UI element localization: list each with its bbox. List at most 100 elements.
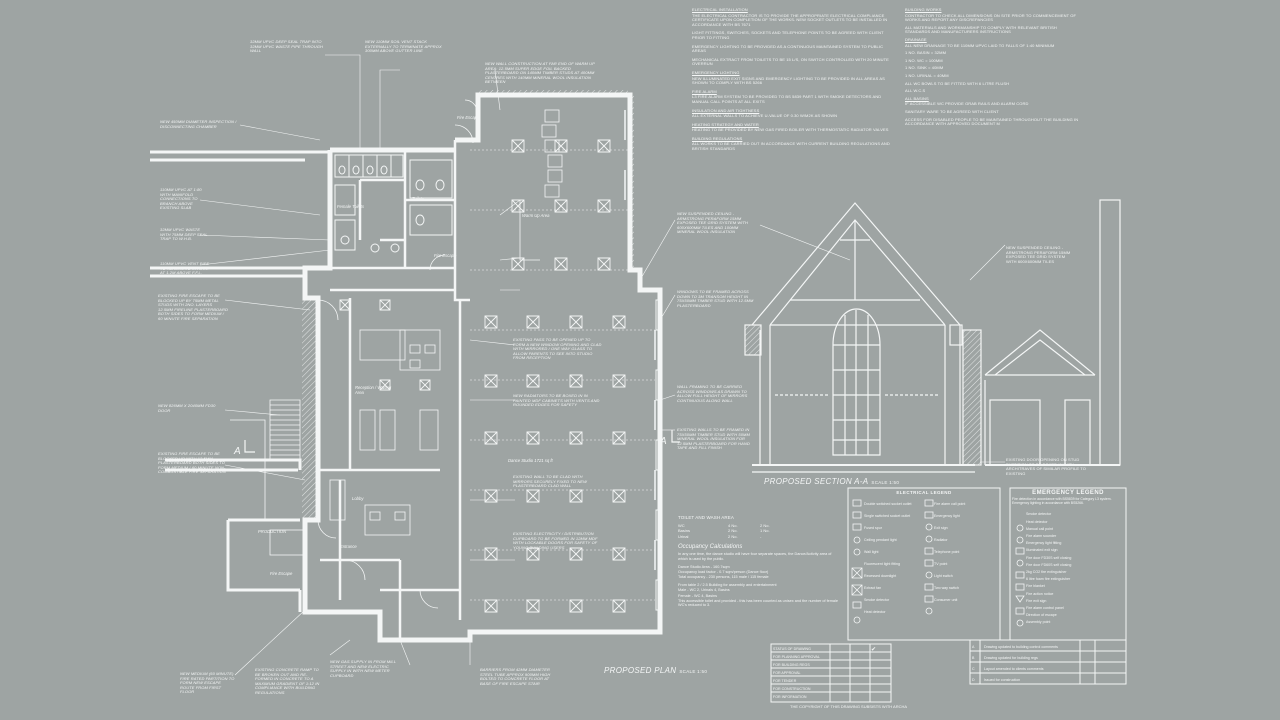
occupancy-line: Male - WC 2, Urinals 4, Basins [678, 588, 730, 593]
spec-note: ACCESS FOR DISABLED PEOPLE TO BE MAINTAI… [905, 116, 1079, 127]
emergency-legend-item: 6 litre foam fire extinguisher [1026, 577, 1071, 582]
status-row: FOR INFORMATION [773, 693, 891, 701]
emergency-legend-intro: Fire detection in accordance with BS5839… [1012, 497, 1112, 505]
spec-note: 1 No. WC = 100mm [905, 57, 943, 63]
toilet-cubicles [334, 154, 453, 253]
room-label: Warm Up Area [522, 213, 550, 218]
spec-note: ALL WORKS TO BE CARRIED OUT IN ACCORDANC… [692, 141, 890, 152]
status-cell: FOR PLANNING APPROVAL [773, 655, 820, 659]
plan-extension-walls [150, 150, 330, 612]
spec-note: LIGHT FITTINGS, SWITCHES, SOCKETS AND TE… [692, 30, 884, 40]
section-note: NEW SUSPENDED CEILING - ARMSTRONG PERAFO… [1006, 245, 1071, 264]
room-label: Lobby [352, 496, 364, 501]
occupancy-cell: Urinal [678, 533, 689, 539]
status-row: FOR TENDER [773, 677, 891, 685]
occupancy-cell: - [760, 533, 762, 539]
revision-cell: Drawing updated for building regs [984, 655, 1038, 660]
spec-note: ALL NEW DRAINAGE TO BE 110mm UPVC LAID T… [905, 42, 1055, 48]
status-row: FOR BUILDING REGS [773, 661, 891, 669]
section-title-text: PROPOSED SECTION A-A [764, 477, 869, 486]
legend-symbols [851, 499, 1025, 627]
spec-note: ALL EXTERNAL WALLS TO ACHIEVE U-VALUE OF… [692, 113, 838, 119]
status-row: FOR CONSTRUCTION [773, 685, 891, 693]
electrical-legend-item: Heat detector [864, 610, 886, 614]
spec-note: BUILDING REGULATIONS [692, 135, 743, 141]
spec-note: ALL WC BOWLS TO BE FITTED WITH 6 LITRE F… [905, 80, 1010, 86]
electrical-legend: ELECTRICAL LEGEND Double switched socket… [850, 490, 998, 635]
spec-note: 1 No. SINK = 40mm [905, 65, 944, 71]
door-swings [317, 99, 478, 609]
leader-lines [199, 54, 1006, 676]
revision-cell: Layout amended to clients comments [984, 666, 1044, 671]
electrical-legend-item: Fused spur [864, 526, 882, 530]
occupancy-line: From table 2 / 2.5 Building for assembly… [678, 583, 777, 588]
electrical-legend-item: Fluorescent light fitting [864, 562, 900, 566]
spec-note: NEW ILLUMINATED EXIT SIGNS AND EMERGENCY… [692, 75, 885, 86]
spec-note: ALL MATERIALS AND WORKMANSHIP TO COMPLY … [905, 24, 1057, 35]
plan-note: EXISTING CONCRETE RAMP TO BE BROKEN OUT … [255, 667, 320, 695]
spec-note: L3 FIRE ALARM SYSTEM TO BE PROVIDED TO B… [692, 94, 882, 104]
spec-note: MECHANICAL EXTRACT FROM TOILETS TO BE 15… [692, 56, 889, 67]
status-cell: FOR INFORMATION [773, 695, 807, 699]
spec-note: IF ACCESSIBLE WC PROVIDE GRAB RAILS AND … [905, 101, 1029, 107]
occupancy-calc-lines: In any one time, the dance studio will h… [678, 552, 838, 607]
electrical-legend-item: Emergency light [934, 514, 960, 518]
legend-frames [770, 487, 1127, 703]
room-label: PRODUCTION [258, 529, 287, 534]
plan-note: NEW GAS SUPPLY IN FROM MILL STREET AND N… [330, 659, 396, 678]
electrical-legend-item: Smoke detector [864, 598, 890, 602]
occupancy-line: Dance Studio Area - 160.7sqm [678, 564, 730, 569]
studio-windows [655, 299, 663, 611]
emergency-legend-item: Fire alarm control panel [1026, 606, 1064, 611]
occupancy-line: Occupancy load factor - 0.7 sqm/person (… [678, 569, 769, 574]
electrical-legend-item: Extract fan [864, 586, 882, 590]
copyright-note: THE COPYRIGHT OF THIS DRAWING SUBSISTS W… [790, 704, 908, 709]
emergency-legend-item: Smoke detector [1026, 512, 1052, 517]
plan-note: EXISTING FIRE ESCAPE TO BE BLOCKED UP WI… [158, 451, 226, 475]
occupancy-line: This accessible toilet and provided - th… [678, 598, 838, 607]
emergency-legend-item: Fire exit sign [1026, 598, 1047, 603]
emergency-legend-item: Heat detector [1026, 519, 1048, 524]
spec-note: ALL BASINS [905, 95, 929, 101]
plan-note: NEW MEDIUM (60 MINUTE) FIRE RATED PARTIT… [180, 671, 235, 695]
emergency-legend-item: Assembly point [1026, 620, 1051, 625]
emergency-legend-item: Direction of escape [1026, 613, 1057, 618]
plan-note: NEW 110mm SOIL VENT STACK EXTERNALLY TO … [365, 39, 442, 54]
revision-cell: B [972, 655, 975, 660]
status-cell: STATUS OF DRAWING [773, 647, 811, 651]
emergency-legend-item: Fire alarm sounder [1026, 534, 1057, 539]
plan-note: EXISTING ELECTRICITY / DISTRIBUTION CUPB… [513, 531, 598, 550]
occupancy-cell: 2 No. [760, 523, 770, 529]
occupancy-cell: 2 No. [728, 533, 738, 539]
spec-note: EMERGENCY LIGHTING [692, 69, 740, 75]
plan-scale: SCALE 1:50 [679, 669, 708, 674]
section-marker: A [660, 436, 667, 447]
electrical-legend-item: Double switched socket outlet [864, 502, 912, 506]
occupancy-line: Female - WC 4, Basins [678, 593, 718, 598]
room-label: Fire Escape [270, 571, 293, 576]
room-label: Reception / Waiting Area [355, 385, 392, 395]
plan-inner-walls [318, 140, 470, 640]
stair [230, 399, 301, 520]
status-cell: FOR APPROVAL [773, 671, 801, 675]
revision-cell: Issued for construction [984, 677, 1021, 682]
spec-note: BUILDING WORKS [905, 7, 942, 12]
plan-note: NEW SUSPENDED CEILING - ARMSTRONG PERAFO… [677, 211, 749, 235]
emergency-legend-item: Fire blanket [1026, 584, 1045, 589]
electrical-legend-item: Telephone point [934, 550, 960, 554]
section-aa-building [744, 199, 1121, 473]
plan-note: 110mm UPVC AT 1:80 WITH MANIFOLD CONNECT… [160, 187, 202, 211]
